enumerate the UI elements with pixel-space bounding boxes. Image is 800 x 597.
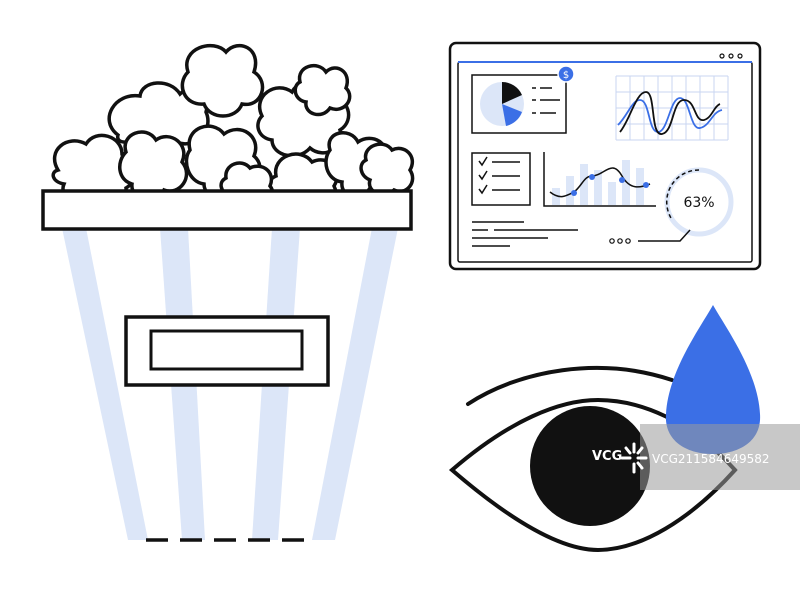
checklist-card: [471, 152, 531, 206]
wave-chart: [615, 75, 729, 141]
watermark-logo-text: VCG: [592, 449, 622, 464]
bucket-rim: [41, 189, 413, 231]
pie-legend: [532, 87, 560, 114]
eyebrow: [466, 366, 674, 406]
gauge-value: 63%: [683, 195, 714, 211]
currency-badge-symbol: $: [563, 70, 569, 81]
currency-badge-icon: $: [557, 65, 575, 83]
bucket-label-inner: [149, 329, 304, 371]
gauge-chart: 63%: [664, 167, 734, 237]
watermark-logo-mark: [620, 442, 648, 474]
gauge-connector: [638, 229, 691, 242]
watermark-band: [640, 424, 800, 490]
watermark: VCG VCG211584649582: [592, 424, 800, 490]
text-lines: [472, 221, 578, 247]
eye-pupil: [530, 406, 650, 526]
bar-line-chart: [543, 152, 656, 207]
popcorn-kernels: [51, 43, 415, 215]
watermark-id-text: VCG211584649582: [652, 452, 770, 466]
analytics-tablet-icon: $: [448, 41, 762, 271]
window-dots: [719, 53, 743, 59]
pie-chart: [480, 82, 524, 126]
more-dots: [609, 238, 631, 244]
popcorn-bucket-icon: [41, 43, 415, 542]
water-drop-icon: [665, 305, 761, 454]
